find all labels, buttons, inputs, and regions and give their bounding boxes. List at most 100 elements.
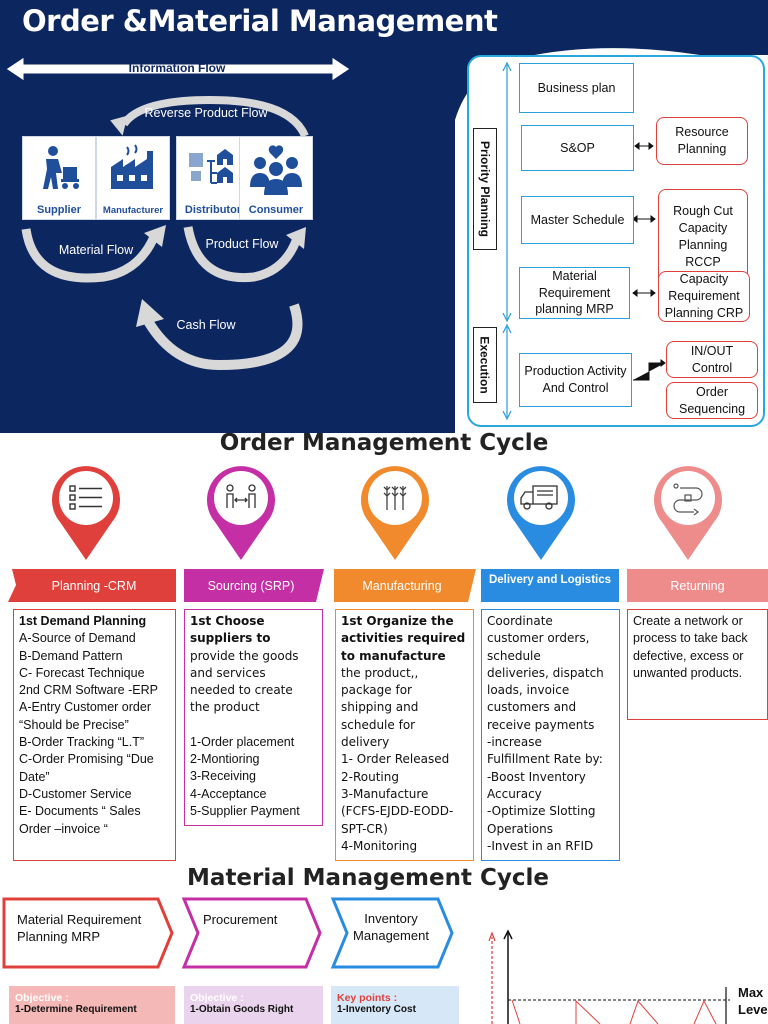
detail-line: “Should be Precise” — [19, 717, 129, 732]
actor-supplier: Supplier — [22, 136, 96, 220]
stage-bands — [8, 569, 768, 602]
detail-line: the product — [190, 700, 260, 715]
rccp-box: Rough Cut Capacity Planning RCCP — [658, 189, 748, 285]
box-heading: Objective : — [15, 992, 69, 1004]
step-label: Material Requirement — [17, 912, 142, 927]
max-label-line: Level — [738, 1002, 768, 1017]
mrp-objective-box: Objective : 1-Determine Requirement — [9, 986, 175, 1024]
detail-line: the product,, — [341, 665, 419, 680]
detail-line: 3-Manufacture — [341, 786, 429, 801]
actor-distributor: Distributor — [176, 136, 250, 220]
detail-line: Accuracy — [487, 786, 542, 801]
detail-line: Create a network or — [633, 614, 743, 628]
detail-line: customers and — [487, 700, 577, 715]
detail-line: package for — [341, 683, 412, 698]
planning-connectors — [502, 61, 666, 421]
box-text: 1-Inventory Cost — [337, 1004, 416, 1015]
step-label: Inventory — [364, 911, 418, 926]
flow-arcs — [21, 225, 306, 371]
detail-line: 2-Routing — [341, 769, 399, 784]
inventory-keypoints-box: Key points : 1-Inventory Cost — [331, 986, 459, 1024]
detail-line: 5-Supplier Payment — [190, 803, 300, 818]
detail-line: schedule for — [341, 717, 416, 732]
detail-line: provide the goods — [190, 648, 299, 663]
detail-line: activities required — [341, 631, 466, 646]
information-flow-label: Information Flow — [128, 61, 226, 75]
max-level-label: Max Level — [738, 984, 768, 1018]
detail-line: (FCFS-EJDD-EODD- — [341, 804, 454, 819]
delivery-details-box: Coordinate customer orders, schedule del… — [481, 609, 620, 861]
returning-details-box: Create a network or process to take back… — [627, 609, 768, 720]
max-label-line: Max — [738, 985, 764, 1000]
actor-manufacturer: Manufacturer — [96, 136, 170, 220]
detail-line — [190, 717, 317, 734]
detail-line: -Invest in an RFID — [487, 838, 594, 853]
actor-label: Manufacturer — [102, 205, 164, 216]
box-text: 1-Determine Requirement — [15, 1004, 137, 1015]
step-procurement: Procurement — [203, 911, 277, 928]
detail-line: 2nd CRM Software -ERP — [19, 683, 158, 698]
detail-line: 3-Receiving — [190, 769, 257, 784]
checklist-icon — [52, 466, 120, 560]
detail-line: 1st Organize the — [341, 614, 454, 628]
detail-line: Coordinate — [487, 614, 553, 628]
wheat-icon — [361, 466, 429, 560]
detail-line: customer orders, — [487, 631, 590, 646]
manufacturing-details-box: 1st Organize the activities required to … — [335, 609, 474, 861]
detail-line: 1-Order placement — [190, 734, 295, 749]
detail-line: unwanted products. — [633, 665, 743, 680]
sourcing-details-box: 1st Choose suppliers to provide the good… — [184, 609, 323, 826]
cash-flow-label: Cash Flow — [176, 318, 236, 332]
information-flow-arrow — [5, 56, 351, 82]
inventory-level-chart — [488, 929, 730, 1024]
product-flow-label: Product Flow — [205, 237, 279, 251]
detail-line: loads, invoice — [487, 683, 570, 698]
actor-label: Supplier — [36, 204, 81, 216]
detail-line: Order –invoice “ — [19, 821, 108, 836]
inout-control-box: IN/OUT Control — [666, 341, 758, 378]
box-heading: Key points : — [337, 992, 398, 1004]
detail-line: B-Order Tracking “L.T” — [19, 735, 145, 750]
return-route-icon — [654, 466, 722, 560]
stage-sourcing: Sourcing (SRP) — [207, 578, 295, 593]
reverse-product-flow-arrow — [110, 95, 309, 138]
handshake-people-icon — [207, 466, 275, 560]
detail-line: D-Customer Service — [19, 786, 132, 801]
actor-consumer: Consumer — [239, 136, 313, 220]
production-activity-control-box: Production Activity And Control — [519, 353, 632, 407]
detail-line: A-Source of Demand — [19, 631, 136, 646]
master-schedule-box: Master Schedule — [521, 196, 634, 244]
detail-line: -Optimize Slotting — [487, 804, 596, 819]
people-icon — [250, 145, 302, 195]
step-inventory: Inventory Management — [348, 910, 434, 944]
mrp-box: Material Requirement planning MRP — [519, 267, 630, 319]
detail-line: C-Order Promising “Due — [19, 752, 154, 767]
detail-line: -increase — [487, 735, 542, 750]
detail-line: needed to create — [190, 683, 293, 698]
detail-line: A-Entry Customer order — [19, 700, 151, 715]
detail-line: 4-Acceptance — [190, 786, 267, 801]
detail-line: -Boost Inventory — [487, 769, 586, 784]
supply-chain-panel: Order &Material Management Information F… — [0, 0, 768, 433]
order-cycle-title: Order Management Cycle — [219, 430, 549, 456]
box-text: 1-Obtain Goods Right — [190, 1004, 294, 1015]
detail-line: receive payments — [487, 717, 595, 732]
material-step-chevrons — [2, 897, 454, 969]
detail-line: deliveries, dispatch — [487, 665, 604, 680]
step-label: Procurement — [203, 912, 278, 927]
detail-line: Operations — [487, 821, 553, 836]
execution-label: Execution — [473, 327, 497, 403]
detail-line: to manufacture — [341, 648, 446, 663]
step-label: Management — [353, 928, 429, 943]
material-flow-label: Material Flow — [58, 243, 134, 257]
detail-line: schedule — [487, 648, 541, 663]
detail-line: suppliers to — [190, 631, 271, 646]
worker-dolly-icon — [43, 146, 79, 189]
business-plan-box: Business plan — [519, 63, 634, 113]
actor-label: Consumer — [248, 204, 304, 216]
box-heading: Objective : — [190, 992, 244, 1004]
detail-line: 4-Monitoring — [341, 838, 418, 853]
stage-delivery-logistics: Delivery and Logistics — [488, 574, 612, 586]
detail-line: Fulfillment Rate by: — [487, 752, 603, 767]
detail-line: 1st Demand Planning — [19, 614, 147, 628]
